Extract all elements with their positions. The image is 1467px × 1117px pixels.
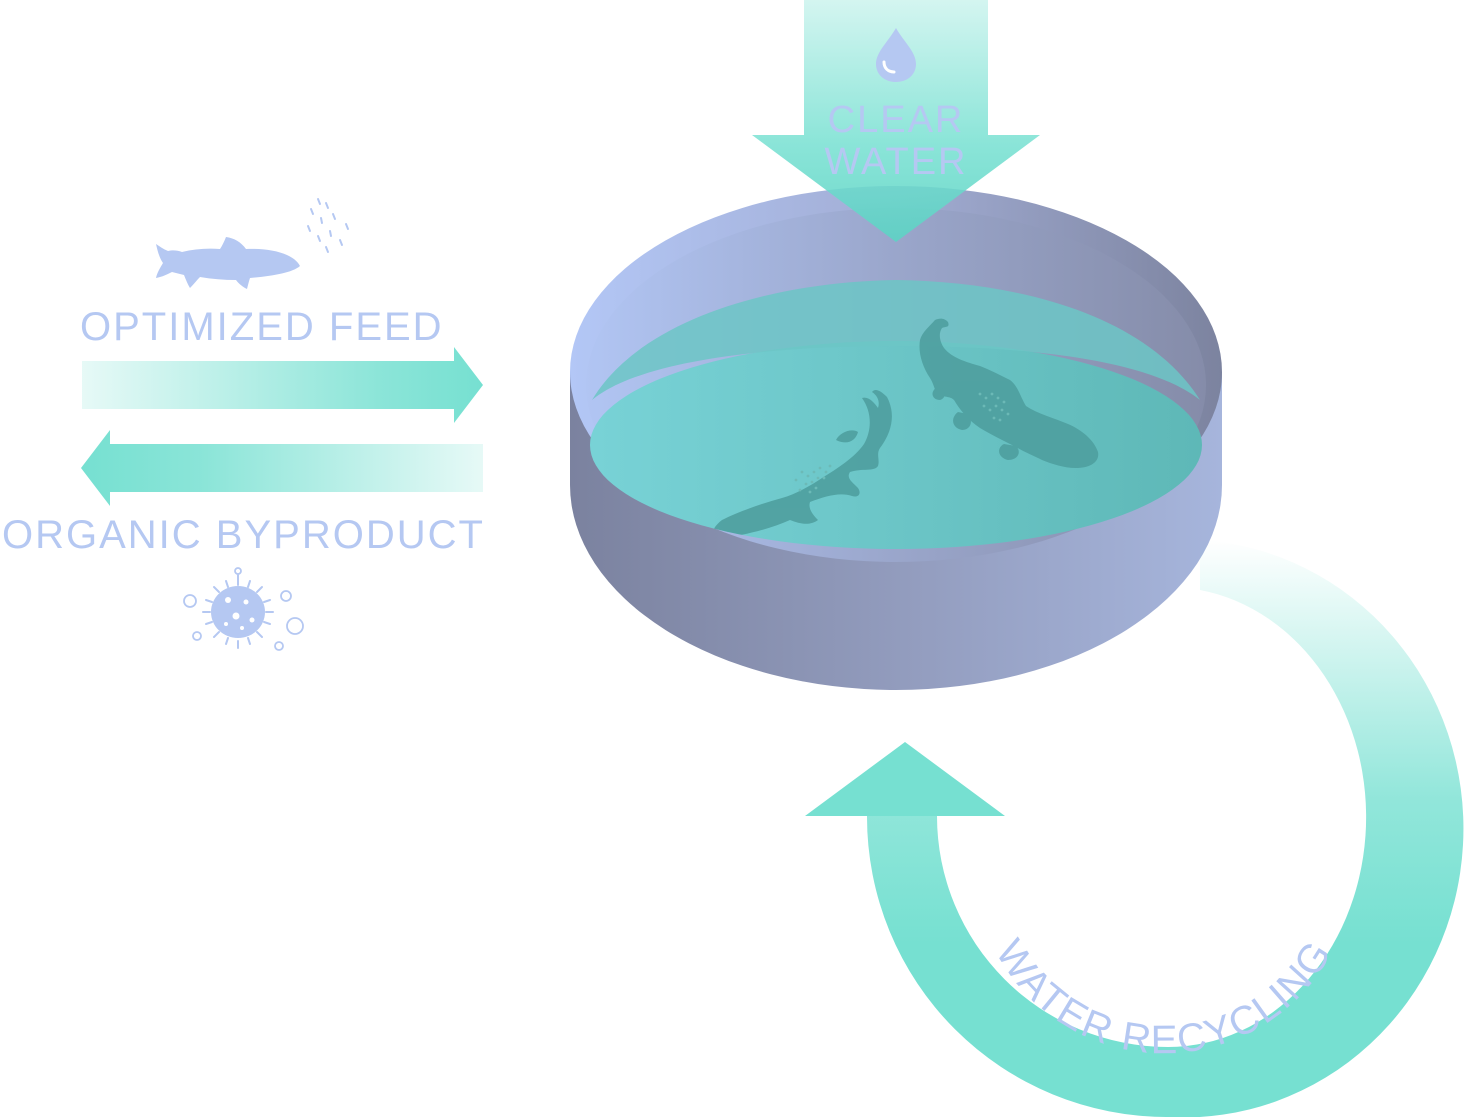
optimized-feed-label: OPTIMIZED FEED: [80, 305, 444, 349]
bacteria-icon: [183, 567, 304, 651]
fish-right: [919, 318, 1099, 468]
feed-arrow: [82, 347, 483, 423]
tank-water: [590, 341, 1202, 549]
fish-with-pellets-icon: [156, 198, 349, 289]
water-recycling-arrow: [805, 540, 1464, 1117]
clear-water-arrow: [752, 0, 1040, 242]
organic-byproduct-label: ORGANIC BYPRODUCT: [2, 513, 485, 557]
water-drop-icon: [876, 28, 916, 82]
fish-tank: [570, 186, 1222, 690]
fish-left: [711, 389, 892, 540]
clear-water-label-line1: CLEAR: [828, 99, 965, 141]
byproduct-arrow: [81, 430, 483, 506]
clear-water-label-line2: WATER: [825, 141, 968, 183]
